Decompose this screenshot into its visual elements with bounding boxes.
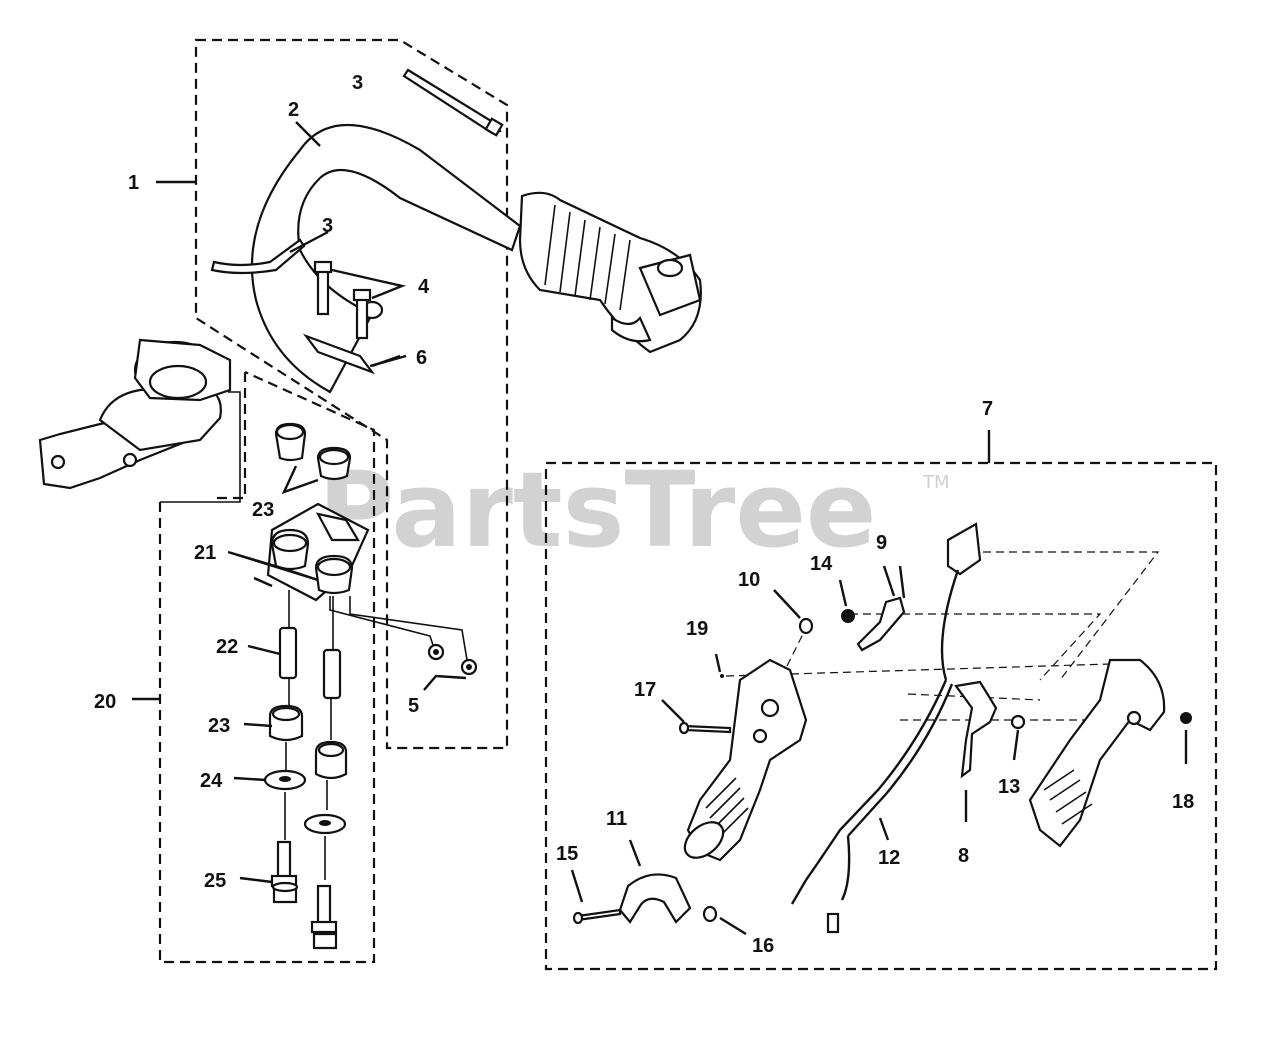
part-16-nut	[702, 905, 747, 936]
callout-24: 24	[200, 770, 223, 792]
callout-16: 16	[752, 935, 774, 957]
group-20-boundary	[158, 370, 376, 964]
part-4-bolts	[313, 260, 407, 340]
callout-3-upper: 3	[352, 72, 363, 94]
right-fastener-stack	[303, 596, 348, 950]
callout-20: 20	[94, 691, 116, 713]
callout-11: 11	[606, 808, 627, 830]
callout-14: 14	[810, 553, 833, 575]
part-19-pin	[714, 653, 724, 678]
part-13-nut	[1010, 714, 1026, 761]
part-23-upper-bushings	[274, 422, 352, 495]
callout-17: 17	[634, 679, 656, 701]
part-5-leaders	[329, 596, 469, 691]
trademark-mark: TM	[922, 472, 950, 493]
part-11-clamp	[618, 839, 692, 924]
callout-23-lower: 23	[208, 715, 230, 737]
callout-12: 12	[878, 847, 900, 869]
group-1-boundary	[194, 38, 509, 750]
callout-7: 7	[982, 398, 993, 420]
part-21-mount-bracket	[227, 502, 370, 602]
part-8-trigger	[954, 680, 998, 822]
callout-leaders	[132, 121, 906, 884]
part-17-screw	[661, 699, 732, 735]
callout-21: 21	[194, 542, 216, 564]
handle-side-cover	[1028, 658, 1166, 848]
part-9-lever	[856, 565, 906, 652]
callout-1: 1	[128, 172, 139, 194]
callout-10: 10	[738, 569, 760, 591]
part-12-cable	[790, 522, 982, 934]
part-3-tie-strap-lower	[210, 238, 306, 275]
callout-18-19: 19	[686, 618, 708, 640]
callout-6: 6	[416, 347, 427, 369]
callout-2: 2	[288, 99, 299, 121]
partstree-watermark: PartsTree	[318, 449, 876, 571]
left-fastener-stack	[263, 590, 307, 904]
throttle-handle-housing	[683, 658, 808, 862]
gearbox-housing	[38, 338, 241, 503]
part-3-tie-strap-upper	[402, 68, 504, 137]
callout-5: 5	[408, 695, 419, 717]
callout-23-upper: 23	[252, 499, 274, 521]
callout-22: 22	[216, 636, 238, 658]
callout-9: 9	[876, 532, 887, 554]
part-14-nut	[838, 579, 855, 623]
part-15-screw	[570, 869, 622, 925]
callout-3-lower: 3	[322, 215, 333, 237]
part-2-loop-handle	[250, 124, 522, 394]
callout-13: 13	[998, 776, 1020, 798]
part-10-screw	[773, 589, 814, 635]
part-5-nuts	[427, 643, 478, 676]
callout-15: 15	[556, 843, 578, 865]
group-7-boundary	[544, 430, 1218, 971]
callout-4: 4	[418, 276, 430, 298]
callout-8: 8	[958, 845, 969, 867]
handle-grip	[518, 191, 702, 354]
callout-25: 25	[204, 870, 226, 892]
part-18-nut	[1180, 712, 1192, 764]
callout-18: 18	[1172, 791, 1194, 813]
